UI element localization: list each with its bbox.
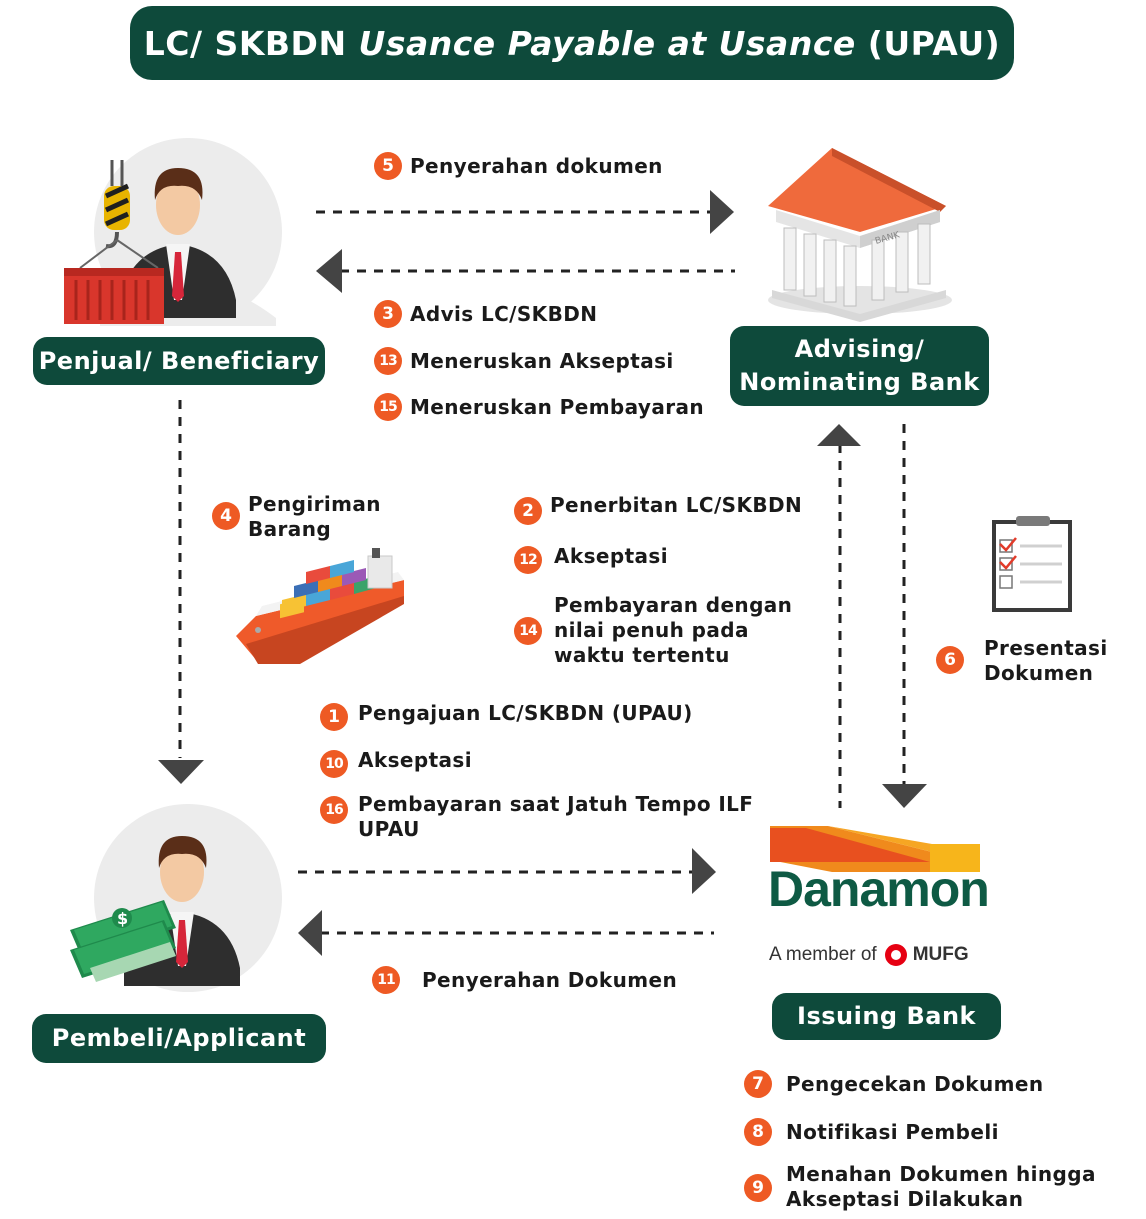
title-suffix: (UPAU) xyxy=(855,23,1001,63)
mufg-logo-icon xyxy=(884,944,907,966)
checklist-clipboard-icon xyxy=(992,516,1072,612)
arrowhead-right-bottom xyxy=(692,848,716,894)
step-label: Akseptasi xyxy=(554,544,668,568)
buyer-with-money-icon: $ xyxy=(70,804,282,992)
advising-line2: Nominating Bank xyxy=(739,368,980,396)
step-9: 9 Menahan Dokumen hingga Akseptasi Dilak… xyxy=(744,1162,1096,1212)
step-11: 11 Penyerahan Dokumen xyxy=(372,966,678,994)
step-number: 5 xyxy=(374,152,402,180)
step-label: Presentasi Dokumen xyxy=(984,636,1108,686)
arrowhead-left-top xyxy=(316,249,342,293)
step-8: 8 Notifikasi Pembeli xyxy=(744,1118,999,1146)
step-4-line1: Pengiriman xyxy=(248,492,381,516)
step-6: 6 Presentasi Dokumen xyxy=(936,636,1108,686)
step-number: 15 xyxy=(374,393,402,421)
step-7: 7 Pengecekan Dokumen xyxy=(744,1070,1044,1098)
step-number: 14 xyxy=(514,617,542,645)
step-2: 2 Penerbitan LC/SKBDN xyxy=(514,493,802,525)
svg-text:$: $ xyxy=(117,909,128,928)
step-4: 4 Pengiriman Barang xyxy=(212,492,381,542)
step-10: 10 Akseptasi xyxy=(320,748,472,778)
step-5: 5 Penyerahan dokumen xyxy=(374,152,663,180)
step-label: Pengajuan LC/SKBDN (UPAU) xyxy=(358,701,693,725)
step-number: 11 xyxy=(372,966,400,994)
step-16-line2: UPAU xyxy=(358,817,420,841)
step-label: Akseptasi xyxy=(358,748,472,772)
page-title: LC/ SKBDN Usance Payable at Usance (UPAU… xyxy=(130,6,1014,80)
step-6-line1: Presentasi xyxy=(984,636,1108,660)
member-prefix: A member of xyxy=(769,944,877,965)
step-9-line1: Menahan Dokumen hingga xyxy=(786,1162,1096,1186)
bank-building-icon: BANK xyxy=(768,148,952,322)
seller-with-container-icon xyxy=(64,138,282,326)
step-label: Meneruskan Akseptasi xyxy=(410,349,674,373)
step-12: 12 Akseptasi xyxy=(514,544,668,574)
step-number: 12 xyxy=(514,546,542,574)
step-16-line1: Pembayaran saat Jatuh Tempo ILF xyxy=(358,792,754,816)
danamon-logo-text: Danamon xyxy=(768,861,990,917)
step-number: 13 xyxy=(374,347,402,375)
step-number: 16 xyxy=(320,796,348,824)
step-6-line2: Dokumen xyxy=(984,661,1094,685)
step-label: Menahan Dokumen hingga Akseptasi Dilakuk… xyxy=(786,1162,1096,1212)
step-label: Meneruskan Pembayaran xyxy=(410,395,705,419)
step-number: 8 xyxy=(744,1118,772,1146)
step-label: Penerbitan LC/SKBDN xyxy=(550,493,803,517)
step-14-line1: Pembayaran dengan xyxy=(554,593,793,617)
step-number: 4 xyxy=(212,502,240,530)
step-13: 13 Meneruskan Akseptasi xyxy=(374,347,674,375)
step-14: 14 Pembayaran dengan nilai penuh pada wa… xyxy=(514,593,792,668)
step-number: 7 xyxy=(744,1070,772,1098)
step-label: Advis LC/SKBDN xyxy=(410,302,598,326)
step-number: 1 xyxy=(320,703,348,731)
step-number: 2 xyxy=(514,497,542,525)
step-16: 16 Pembayaran saat Jatuh Tempo ILF UPAU xyxy=(320,792,753,842)
applicant-label: Pembeli/Applicant xyxy=(32,1014,326,1063)
beneficiary-label: Penjual/ Beneficiary xyxy=(33,337,325,385)
step-number: 9 xyxy=(744,1174,772,1202)
step-number: 3 xyxy=(374,300,402,328)
step-number: 10 xyxy=(320,750,348,778)
arrowhead-down-right xyxy=(882,784,927,808)
title-prefix: LC/ SKBDN xyxy=(143,23,359,63)
step-label: Pengiriman Barang xyxy=(248,492,381,542)
arrowhead-up-mid xyxy=(817,424,861,446)
advising-line1: Advising/ xyxy=(794,335,925,363)
step-label: Pembayaran saat Jatuh Tempo ILF UPAU xyxy=(358,792,753,842)
applicant-text: Pembeli/Applicant xyxy=(51,1024,307,1052)
issuing-bank-label: Issuing Bank xyxy=(772,993,1001,1040)
step-14-line3: waktu tertentu xyxy=(554,643,730,667)
step-number: 6 xyxy=(936,646,964,674)
member-brand: MUFG xyxy=(912,944,969,965)
arrowhead-down-left xyxy=(158,760,204,784)
arrowhead-left-bottom xyxy=(298,910,322,956)
step-label: Pengecekan Dokumen xyxy=(786,1072,1044,1096)
step-14-line2: nilai penuh pada xyxy=(554,618,749,642)
step-1: 1 Pengajuan LC/SKBDN (UPAU) xyxy=(320,701,693,731)
step-9-line2: Akseptasi Dilakukan xyxy=(786,1187,1024,1211)
beneficiary-text: Penjual/ Beneficiary xyxy=(38,346,320,375)
danamon-logo-mark xyxy=(770,826,980,872)
mufg-membership: A member of MUFG xyxy=(769,944,969,966)
step-label: Notifikasi Pembeli xyxy=(786,1120,999,1144)
step-4-line2: Barang xyxy=(248,517,332,541)
title-italic: Usance Payable at Usance xyxy=(358,23,856,63)
arrowhead-right-top xyxy=(710,190,734,234)
step-15: 15 Meneruskan Pembayaran xyxy=(374,393,705,421)
advising-bank-label: Advising/ Nominating Bank xyxy=(730,326,989,406)
step-label: Pembayaran dengan nilai penuh pada waktu… xyxy=(554,593,792,668)
cargo-ship-icon xyxy=(236,548,404,664)
step-label: Penyerahan Dokumen xyxy=(422,968,678,992)
step-label: Penyerahan dokumen xyxy=(410,154,663,178)
step-3: 3 Advis LC/SKBDN xyxy=(374,300,598,328)
issuing-text: Issuing Bank xyxy=(797,1002,976,1030)
